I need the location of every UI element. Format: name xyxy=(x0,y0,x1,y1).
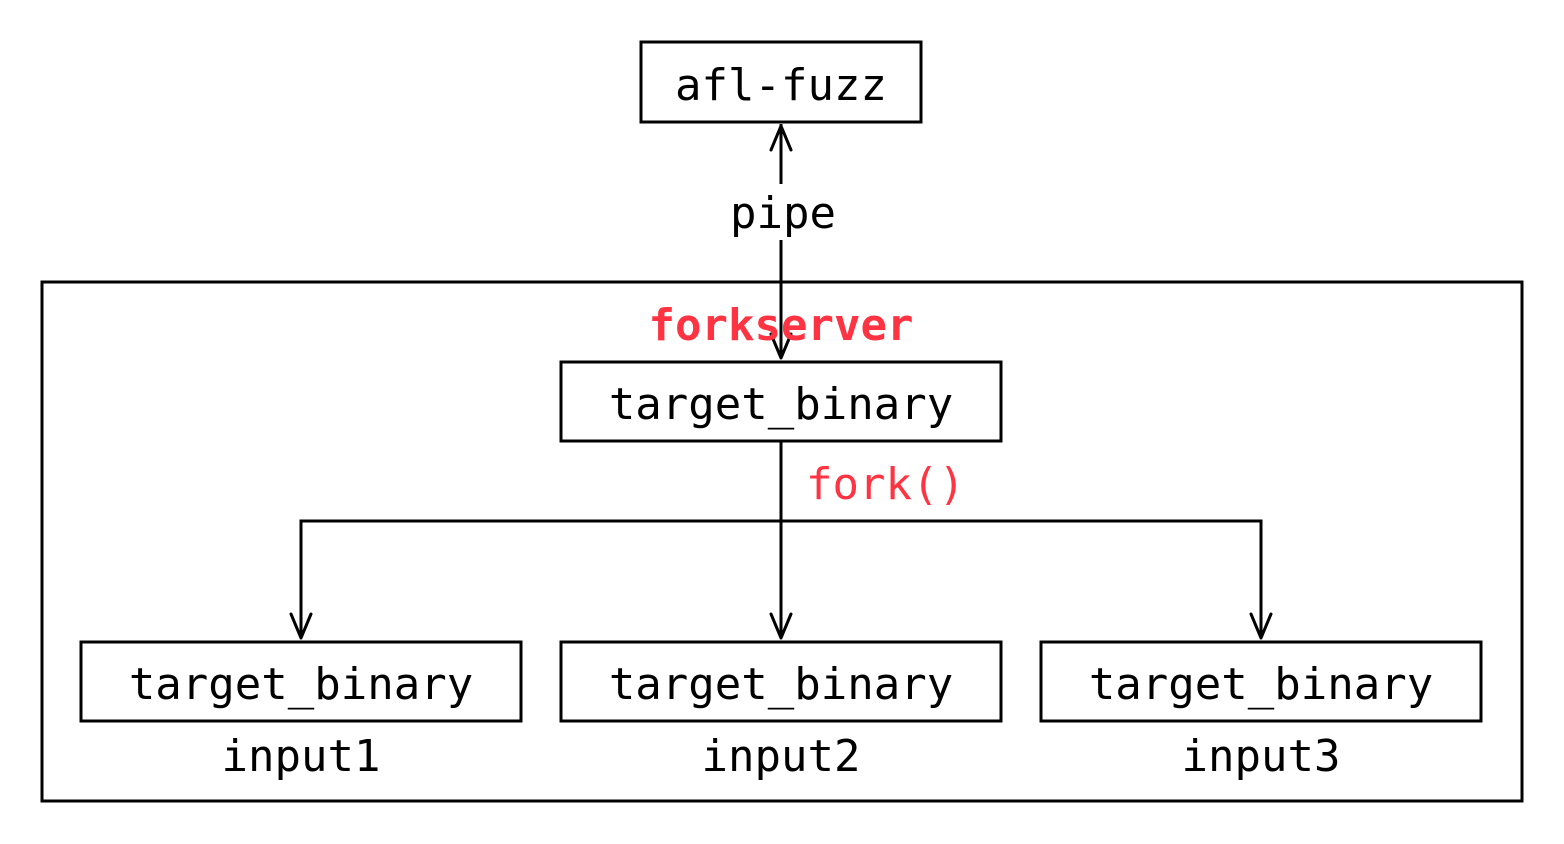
fork-label: fork() xyxy=(806,459,965,510)
child-target-binary-1: target_binary xyxy=(79,640,523,723)
input2-label: input2 xyxy=(702,731,861,782)
child-target-binary-2-label: target_binary xyxy=(609,659,953,710)
input1-label: input1 xyxy=(222,731,381,782)
child-target-binary-3-label: target_binary xyxy=(1089,659,1433,710)
pipe-arrow-up-icon xyxy=(769,124,793,152)
pipe-arrow-down-icon xyxy=(769,332,793,360)
pipe-label: pipe xyxy=(730,188,836,239)
forkserver-title: forkserver xyxy=(649,300,914,351)
child-target-binary-1-label: target_binary xyxy=(129,659,473,710)
afl-fuzz-label: afl-fuzz xyxy=(675,60,887,111)
fork-arrow-3-icon xyxy=(1249,612,1273,640)
fork-arrow-1-icon xyxy=(289,612,313,640)
parent-target-binary-label: target_binary xyxy=(609,379,953,430)
child-target-binary-3: target_binary xyxy=(1039,640,1483,723)
parent-target-binary-node: target_binary xyxy=(559,360,1003,443)
fork-connector xyxy=(289,442,1273,640)
child-target-binary-2: target_binary xyxy=(559,640,1003,723)
afl-fuzz-node: afl-fuzz xyxy=(639,40,923,124)
pipe-connector xyxy=(769,124,793,360)
fork-arrow-2-icon xyxy=(769,612,793,640)
input3-label: input3 xyxy=(1182,731,1341,782)
